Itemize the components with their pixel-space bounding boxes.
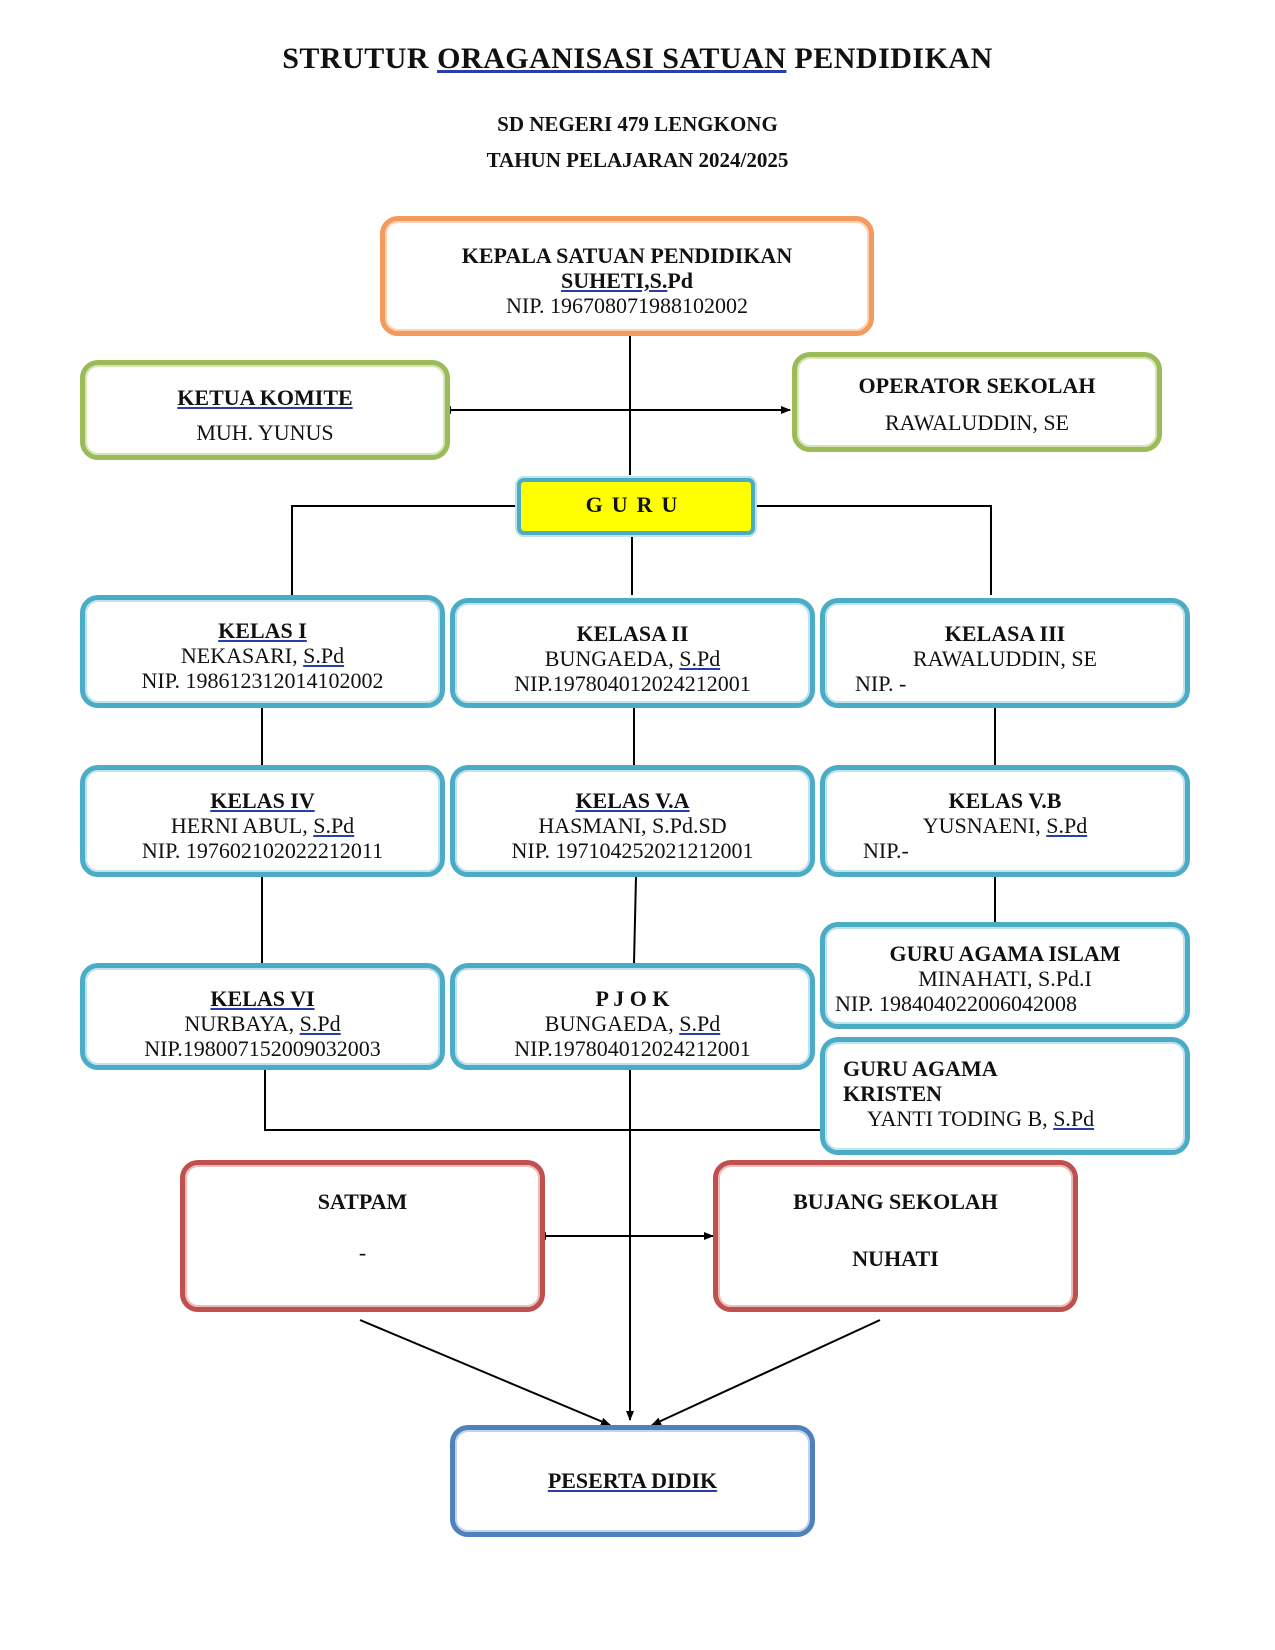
class-box-kelas-5b: KELAS V.B YUSNAENI, S.Pd NIP.- (820, 765, 1190, 877)
class-teacher: HASMANI, S.Pd.SD (538, 813, 727, 838)
kristen-role-line2: KRISTEN (843, 1081, 943, 1106)
class-nip: NIP. 197104252021212001 (511, 838, 754, 863)
connector-kelas5a-pjok (633, 876, 637, 964)
connector-guru-right (755, 505, 992, 595)
students-box: PESERTA DIDIK (450, 1425, 815, 1537)
class-role: KELAS IV (210, 788, 315, 813)
class-nip: NIP. 198612312014102002 (141, 668, 384, 693)
committee-box: KETUA KOMITE MUH. YUNUS (80, 360, 450, 460)
class-nip: NIP.198007152009032003 (144, 1036, 381, 1061)
class-teacher: BUNGAEDA, S.Pd (544, 646, 721, 671)
operator-box: OPERATOR SEKOLAH RAWALUDDIN, SE (792, 352, 1162, 452)
class-box-kelas-3: KELASA III RAWALUDDIN, SE NIP. - (820, 598, 1190, 708)
bujang-role: BUJANG SEKOLAH (793, 1189, 998, 1214)
guru-box: GURU (517, 478, 755, 535)
academic-year: TAHUN PELAJARAN 2024/2025 (486, 148, 789, 172)
committee-name: MUH. YUNUS (196, 420, 334, 445)
class-teacher: HERNI ABUL, S.Pd (170, 813, 355, 838)
kristen-teacher-box: GURU AGAMA KRISTEN YANTI TODING B, S.Pd (820, 1037, 1190, 1155)
head-role: KEPALA SATUAN PENDIDIKAN (461, 243, 793, 268)
class-nip: NIP.197804012024212001 (514, 1036, 751, 1061)
class-role: KELAS V.A (575, 788, 690, 813)
class-box-kelas-1: KELAS I NEKASARI, S.Pd NIP. 198612312014… (80, 595, 445, 708)
islam-teacher-box: GURU AGAMA ISLAM MINAHATI, S.Pd.I NIP. 1… (820, 922, 1190, 1029)
operator-name: RAWALUDDIN, SE (884, 410, 1069, 435)
connector-bujang-students (651, 1319, 881, 1426)
class-nip: NIP.197804012024212001 (514, 671, 751, 696)
class-box-kelas-4: KELAS IV HERNI ABUL, S.Pd NIP. 197602102… (80, 765, 445, 877)
class-teacher: RAWALUDDIN, SE (912, 646, 1097, 671)
islam-nip: NIP. 198404022006042008 (835, 991, 1078, 1016)
page-title: STRUTUR ORAGANISASI SATUAN PENDIDIKAN (282, 42, 993, 75)
satpam-role: SATPAM (317, 1189, 408, 1214)
class-box-kelas-2: KELASA II BUNGAEDA, S.Pd NIP.19780401202… (450, 598, 815, 708)
class-role: KELAS I (218, 618, 307, 643)
class-role: KELASA II (576, 621, 689, 646)
class-role: KELAS VI (210, 986, 315, 1011)
class-role: KELASA III (944, 621, 1066, 646)
bujang-box: BUJANG SEKOLAH NUHATI (713, 1160, 1078, 1312)
class-nip: NIP. 197602102022212011 (141, 838, 384, 863)
class-teacher: BUNGAEDA, S.Pd (544, 1011, 721, 1036)
bujang-name: NUHATI (852, 1246, 939, 1271)
class-role: P J O K (595, 986, 670, 1011)
class-role: KELAS V.B (948, 788, 1062, 813)
islam-role: GURU AGAMA ISLAM (889, 941, 1121, 966)
satpam-name: - (358, 1240, 367, 1265)
satpam-box: SATPAM - (180, 1160, 545, 1312)
connector-satpam-students (359, 1319, 611, 1426)
class-nip: NIP. - (855, 671, 907, 696)
committee-role: KETUA KOMITE (177, 385, 353, 410)
class-nip: NIP.- (863, 838, 909, 863)
connector-bottom-bracket (264, 1070, 820, 1131)
connector-guru-left (291, 505, 515, 595)
class-teacher: NEKASARI, S.Pd (180, 643, 345, 668)
head-name: SUHETI,S.Pd (560, 268, 694, 293)
islam-teacher: MINAHATI, S.Pd.I (918, 966, 1092, 991)
head-nip: NIP. 196708071988102002 (505, 293, 748, 318)
class-box-kelas-5a: KELAS V.A HASMANI, S.Pd.SD NIP. 19710425… (450, 765, 815, 877)
school-name: SD NEGERI 479 LENGKONG (497, 112, 778, 136)
kristen-teacher: YANTI TODING B, S.Pd (867, 1106, 1095, 1131)
class-box-kelas-6: KELAS VI NURBAYA, S.Pd NIP.1980071520090… (80, 963, 445, 1070)
class-teacher: NURBAYA, S.Pd (184, 1011, 341, 1036)
students-label: PESERTA DIDIK (547, 1468, 718, 1493)
operator-role: OPERATOR SEKOLAH (858, 373, 1096, 398)
class-box-pjok: P J O K BUNGAEDA, S.Pd NIP.1978040120242… (450, 963, 815, 1070)
kristen-role-line1: GURU AGAMA (843, 1056, 998, 1081)
guru-label: GURU (585, 492, 687, 517)
class-teacher: YUSNAENI, S.Pd (922, 813, 1088, 838)
head-box: KEPALA SATUAN PENDIDIKAN SUHETI,S.Pd NIP… (380, 216, 874, 336)
